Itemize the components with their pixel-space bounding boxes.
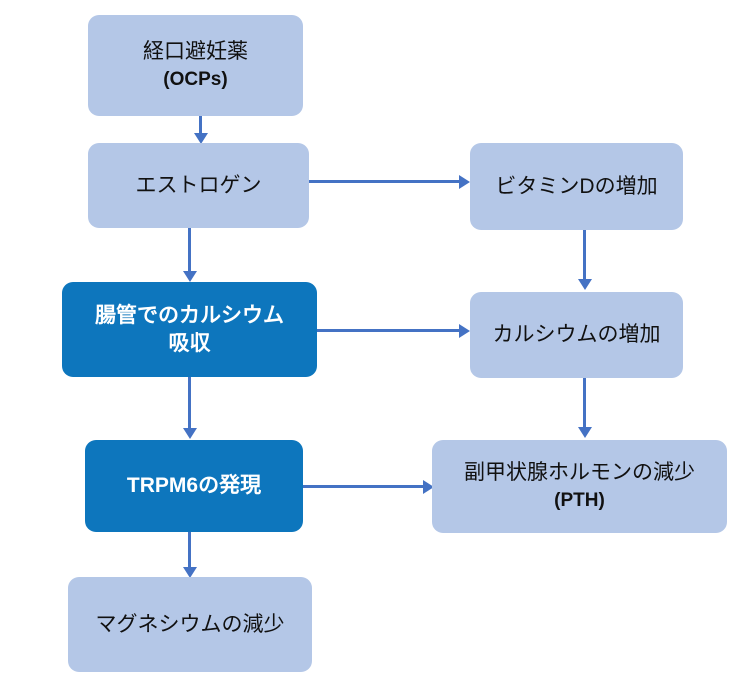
arrowhead-icon xyxy=(183,271,197,282)
edge-calcium-to-pth xyxy=(578,378,592,440)
arrowhead-icon xyxy=(578,427,592,438)
arrowhead-icon xyxy=(194,133,208,144)
node-calcium-increase-label: カルシウムの増加 xyxy=(492,323,661,347)
edge-trpm6-to-pth xyxy=(303,480,435,494)
arrowhead-icon xyxy=(459,175,470,189)
arrowhead-icon xyxy=(183,428,197,439)
node-vitamin-d-increase-label: ビタミンDの増加 xyxy=(495,174,658,198)
edge-absorption-to-calcium xyxy=(317,324,471,338)
edge-trpm6-to-magnesium xyxy=(183,532,197,580)
node-magnesium-decrease[interactable]: マグネシウムの減少 xyxy=(68,577,312,672)
node-estrogen-label: エストロゲン xyxy=(135,173,262,197)
node-intestinal-calcium-absorption[interactable]: 腸管でのカルシウム 吸収 xyxy=(62,282,317,377)
edge-ocps-to-estrogen xyxy=(194,116,208,144)
node-vitamin-d-increase[interactable]: ビタミンDの増加 xyxy=(470,143,683,230)
node-pth-line1: 副甲状腺ホルモンの減少 xyxy=(464,461,695,484)
edge-estrogen-to-vitamin-d xyxy=(309,175,471,189)
node-ocps[interactable]: 経口避妊薬 (OCPs) xyxy=(88,15,303,116)
node-pth-line2: (PTH) xyxy=(554,490,605,512)
node-trpm6-expression[interactable]: TRPM6の発現 xyxy=(85,440,303,532)
node-absorption-line2: 吸収 xyxy=(168,331,211,355)
node-ocps-line2: (OCPs) xyxy=(163,69,228,91)
node-absorption-line1: 腸管でのカルシウム xyxy=(95,304,284,328)
node-ocps-line1: 経口避妊薬 xyxy=(143,40,248,63)
arrowhead-icon xyxy=(578,279,592,290)
node-magnesium-decrease-label: マグネシウムの減少 xyxy=(95,612,285,636)
node-calcium-increase[interactable]: カルシウムの増加 xyxy=(470,292,683,378)
node-estrogen[interactable]: エストロゲン xyxy=(88,143,309,228)
node-trpm6-expression-label: TRPM6の発現 xyxy=(126,474,262,498)
arrowhead-icon xyxy=(423,480,434,494)
node-ocps-label: 経口避妊薬 (OCPs) xyxy=(94,38,297,93)
edge-estrogen-to-absorption xyxy=(183,228,197,284)
node-pth-decrease-label: 副甲状腺ホルモンの減少 (PTH) xyxy=(438,459,721,514)
arrowhead-icon xyxy=(183,567,197,578)
node-intestinal-calcium-absorption-label: 腸管でのカルシウム 吸収 xyxy=(68,302,311,357)
edge-vitamin-d-to-calcium xyxy=(578,230,592,292)
arrowhead-icon xyxy=(459,324,470,338)
edge-absorption-to-trpm6 xyxy=(183,377,197,441)
node-pth-decrease[interactable]: 副甲状腺ホルモンの減少 (PTH) xyxy=(432,440,727,533)
